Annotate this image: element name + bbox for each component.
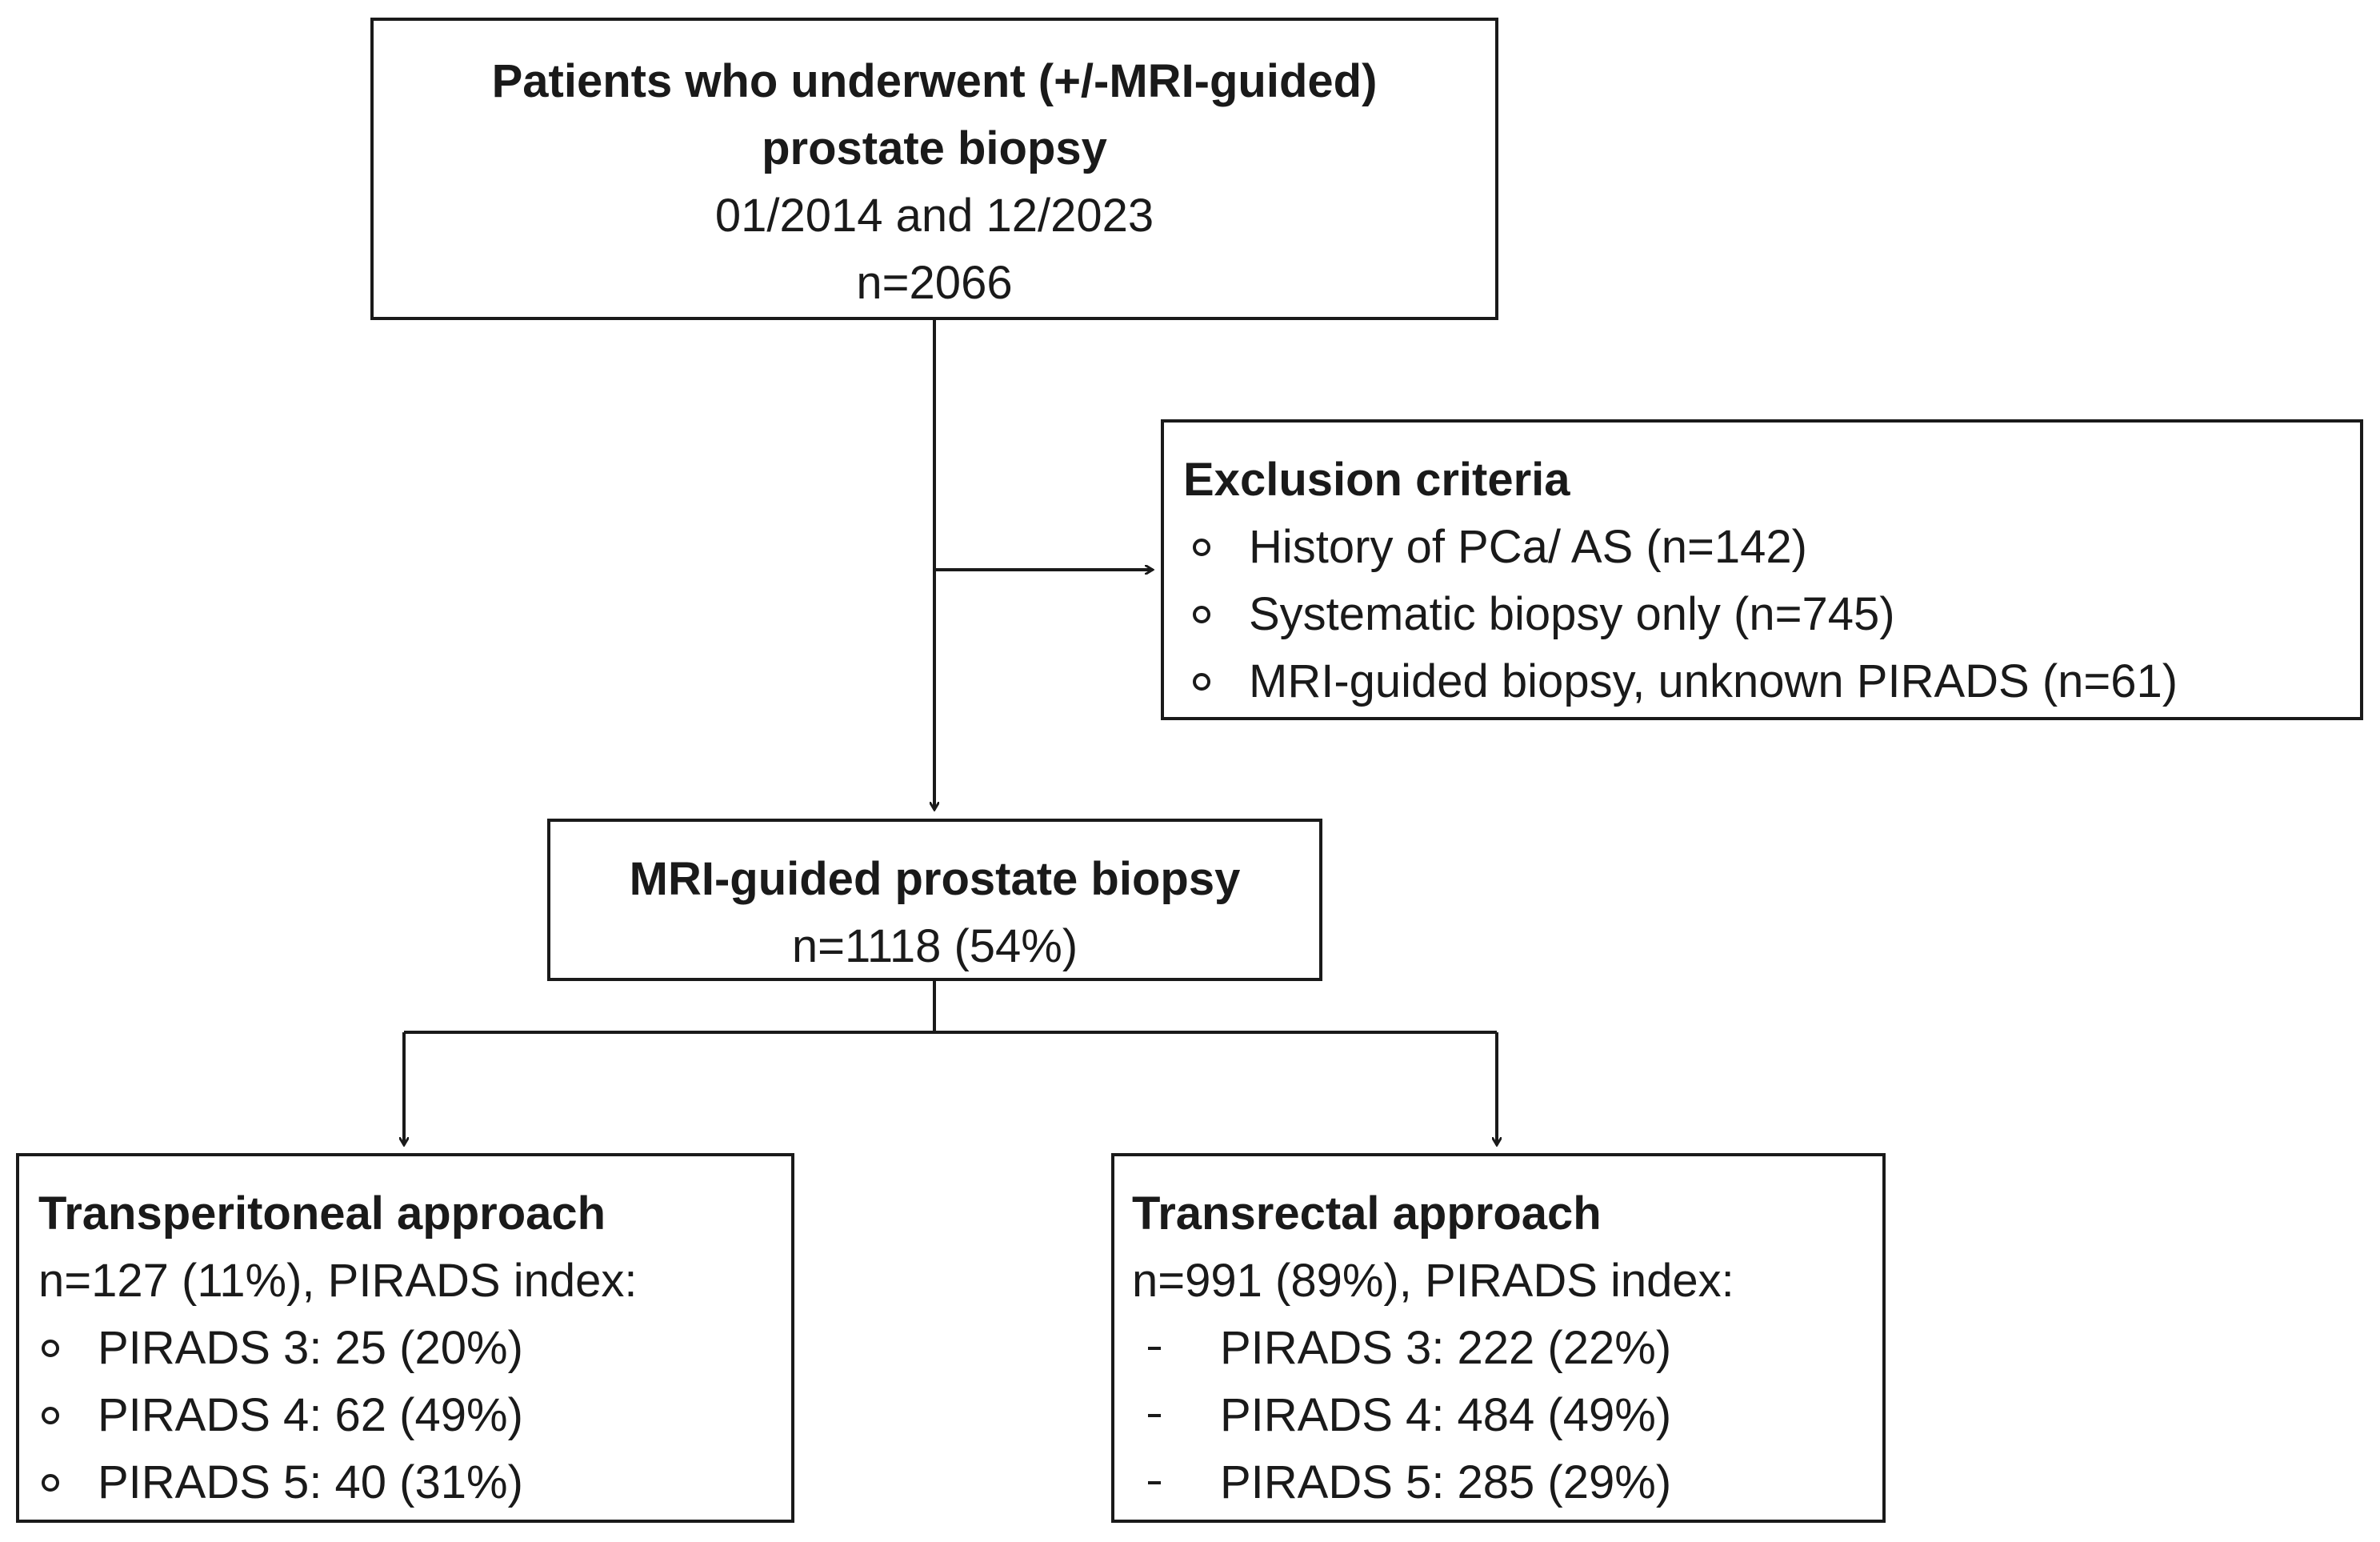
transperitoneal-summary: n=127 (11%), PIRADS index: bbox=[38, 1255, 638, 1307]
dash-bullet-icon bbox=[1148, 1481, 1161, 1484]
total-period: 01/2014 and 12/2023 bbox=[714, 190, 1154, 242]
transrectal-item: PIRADS 3: 222 (22%) bbox=[1132, 1315, 1882, 1382]
exclusion-item: MRI-guided biopsy, unknown PIRADS (n=61) bbox=[1183, 648, 2360, 715]
circle-bullet-icon bbox=[42, 1340, 59, 1357]
transrectal-item-text: PIRADS 4: 484 (49%) bbox=[1220, 1389, 1672, 1441]
transperitoneal-item: PIRADS 5: 40 (31%) bbox=[38, 1449, 791, 1516]
transrectal-box: Transrectal approach n=991 (89%), PIRADS… bbox=[1111, 1153, 1886, 1523]
transperitoneal-title: Transperitoneal approach bbox=[38, 1188, 606, 1240]
dash-bullet-icon bbox=[1148, 1414, 1161, 1417]
dash-bullet-icon bbox=[1148, 1347, 1161, 1350]
exclusion-criteria-box: Exclusion criteria History of PCa/ AS (n… bbox=[1161, 419, 2363, 720]
transperitoneal-box: Transperitoneal approach n=127 (11%), PI… bbox=[16, 1153, 794, 1523]
total-title-line-1: Patients who underwent (+/-MRI-guided) bbox=[491, 55, 1378, 107]
mri-guided-biopsy-box: MRI-guided prostate biopsy n=1118 (54%) bbox=[547, 819, 1322, 981]
transrectal-summary: n=991 (89%), PIRADS index: bbox=[1132, 1255, 1734, 1307]
mri-count: n=1118 (54%) bbox=[791, 920, 1078, 972]
transperitoneal-item-text: PIRADS 5: 40 (31%) bbox=[98, 1456, 523, 1508]
total-count: n=2066 bbox=[856, 257, 1013, 309]
transrectal-item: PIRADS 4: 484 (49%) bbox=[1132, 1382, 1882, 1449]
transrectal-item: PIRADS 5: 285 (29%) bbox=[1132, 1449, 1882, 1516]
mri-title: MRI-guided prostate biopsy bbox=[629, 853, 1241, 905]
transrectal-item-text: PIRADS 5: 285 (29%) bbox=[1220, 1456, 1672, 1508]
exclusion-item-text: History of PCa/ AS (n=142) bbox=[1249, 521, 1807, 573]
total-patients-box: Patients who underwent (+/-MRI-guided) p… bbox=[370, 18, 1498, 320]
transrectal-title: Transrectal approach bbox=[1132, 1188, 1602, 1240]
exclusion-item: History of PCa/ AS (n=142) bbox=[1183, 514, 2360, 581]
circle-bullet-icon bbox=[1193, 673, 1210, 691]
circle-bullet-icon bbox=[1193, 606, 1210, 623]
circle-bullet-icon bbox=[1193, 539, 1210, 556]
transperitoneal-item: PIRADS 3: 25 (20%) bbox=[38, 1315, 791, 1382]
exclusion-title: Exclusion criteria bbox=[1183, 454, 1570, 506]
transrectal-item-text: PIRADS 3: 222 (22%) bbox=[1220, 1322, 1672, 1374]
exclusion-item-text: Systematic biopsy only (n=745) bbox=[1249, 588, 1895, 640]
transperitoneal-item-text: PIRADS 3: 25 (20%) bbox=[98, 1322, 523, 1374]
transperitoneal-item-text: PIRADS 4: 62 (49%) bbox=[98, 1389, 523, 1441]
circle-bullet-icon bbox=[42, 1407, 59, 1424]
exclusion-item: Systematic biopsy only (n=745) bbox=[1183, 581, 2360, 648]
exclusion-item-text: MRI-guided biopsy, unknown PIRADS (n=61) bbox=[1249, 655, 2178, 707]
circle-bullet-icon bbox=[42, 1474, 59, 1492]
transperitoneal-item: PIRADS 4: 62 (49%) bbox=[38, 1382, 791, 1449]
total-title-line-2: prostate biopsy bbox=[762, 122, 1107, 174]
